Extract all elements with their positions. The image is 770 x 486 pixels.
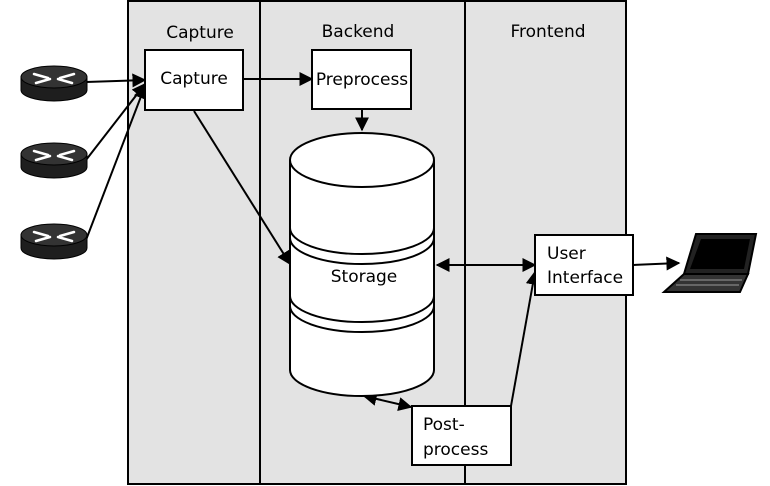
connectors bbox=[85, 72, 681, 411]
storage-cylinder: Storage bbox=[289, 132, 435, 397]
lane-capture-title: Capture bbox=[166, 23, 234, 43]
router-icon bbox=[20, 223, 88, 260]
capture-box: Capture bbox=[144, 49, 244, 111]
arrow-ui-laptop bbox=[632, 256, 681, 271]
arrow-router1-capture bbox=[85, 73, 147, 88]
capture-box-label: Capture bbox=[160, 69, 228, 89]
preprocess-box-label: Preprocess bbox=[316, 70, 408, 90]
router-icon bbox=[20, 65, 88, 102]
laptop-icon bbox=[661, 233, 758, 293]
postprocess-box: Post- process bbox=[411, 405, 512, 466]
lane-backend-title: Backend bbox=[322, 22, 395, 42]
router-icon bbox=[20, 142, 88, 179]
lane-frontend-title: Frontend bbox=[510, 22, 585, 42]
arrow-postprocess-ui bbox=[510, 270, 540, 407]
postprocess-label-line2: process bbox=[423, 440, 488, 460]
user-interface-label-line2: Interface bbox=[547, 268, 623, 288]
arrow-capture-storage bbox=[193, 110, 291, 266]
user-interface-label-line1: User bbox=[547, 244, 586, 264]
user-interface-box: User Interface bbox=[534, 234, 634, 296]
postprocess-label-line1: Post- bbox=[423, 415, 465, 435]
storage-label: Storage bbox=[331, 267, 398, 287]
arrow-router3-capture bbox=[85, 84, 148, 241]
preprocess-box: Preprocess bbox=[311, 49, 412, 110]
arrow-storage-postprocess bbox=[362, 392, 413, 411]
